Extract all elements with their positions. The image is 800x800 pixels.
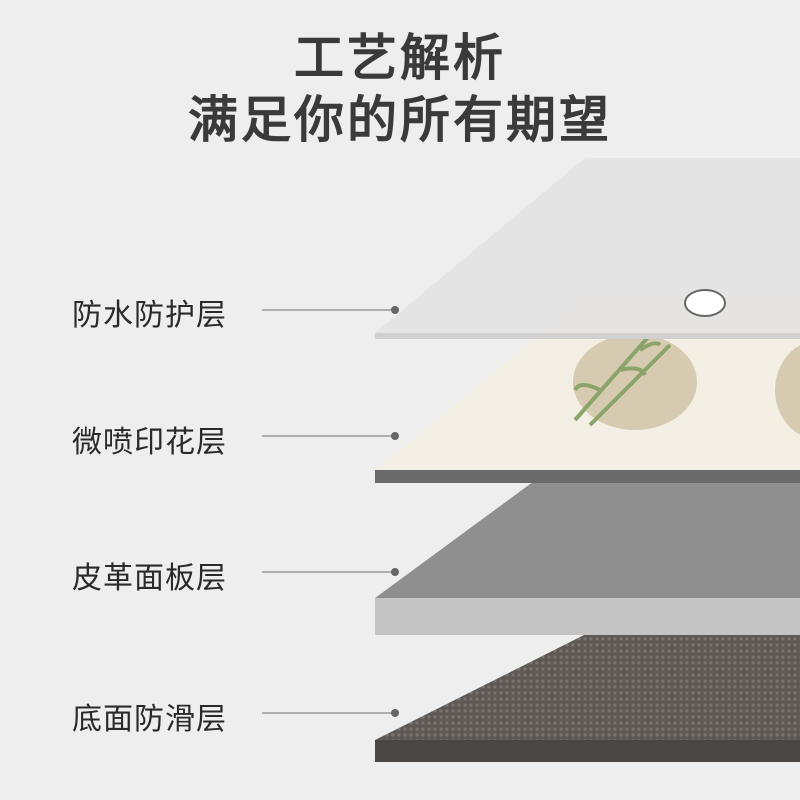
label-print: 微喷印花层 [72, 425, 227, 460]
leader-lines [262, 306, 399, 717]
page-title: 工艺解析 [294, 29, 506, 87]
label-waterproof: 防水防护层 [72, 298, 227, 333]
label-anti-slip: 底面防滑层 [72, 702, 227, 737]
layer-anti-slip [375, 632, 800, 762]
label-leather: 皮革面板层 [72, 561, 227, 596]
page-subtitle: 满足你的所有期望 [188, 91, 612, 149]
layer-waterproof [375, 158, 800, 339]
bamboo-icon [573, 333, 672, 427]
